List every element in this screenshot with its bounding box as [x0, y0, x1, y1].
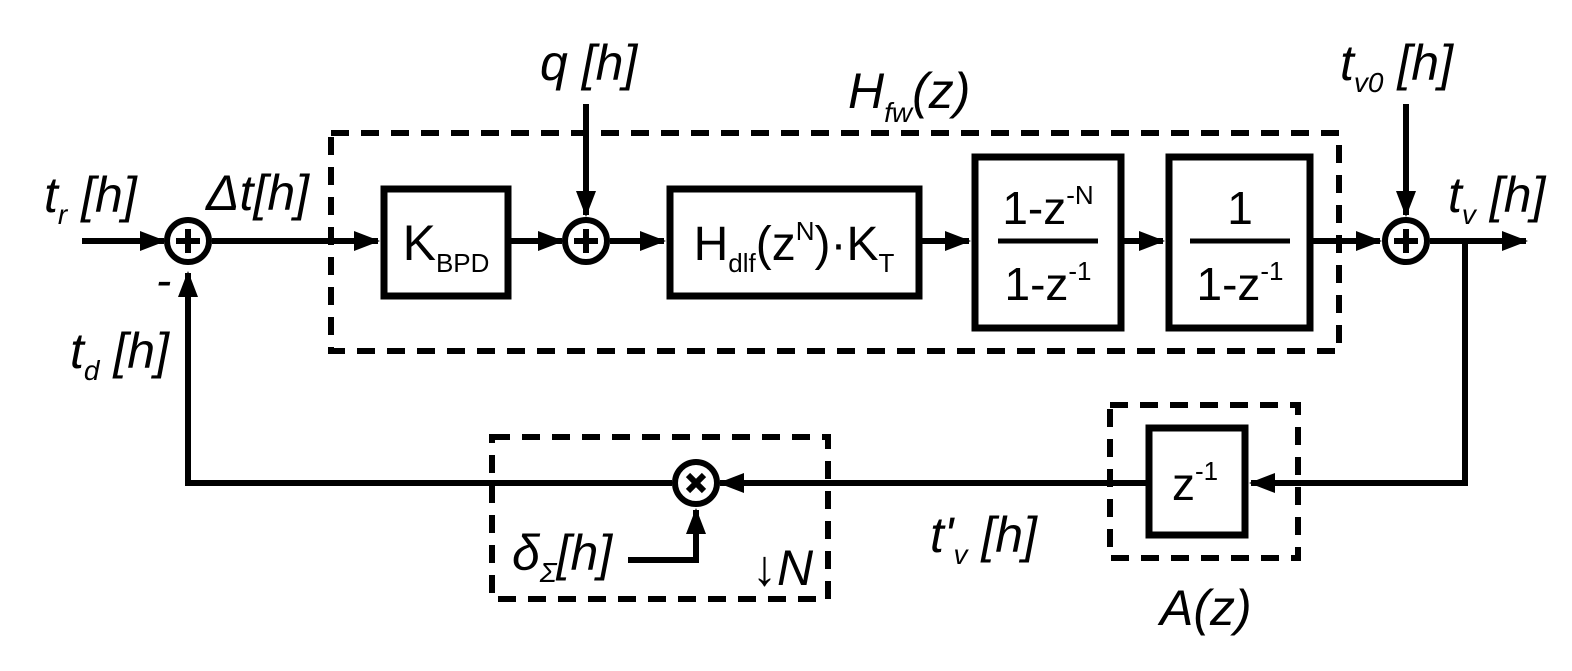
feedback-tap: [1249, 241, 1468, 493]
delta-sigma-label: δΣ[h]: [512, 525, 613, 588]
multiplier-junction: [672, 459, 720, 507]
z-inverse-label: z-1: [1172, 456, 1218, 510]
hfw-label: Hfw(z): [848, 63, 970, 128]
delta-sigma-arrow: [628, 508, 706, 563]
feedback-return: [178, 271, 672, 486]
kbpd-label: KBPD: [403, 215, 490, 278]
comb-filter-fraction: 1-z-N 1-z-1: [998, 180, 1098, 310]
integrator-fraction: 1 1-z-1: [1190, 182, 1290, 310]
svg-text:1-z-1: 1-z-1: [1196, 256, 1283, 310]
downsample-label: ↓N: [752, 540, 814, 596]
q-label: q [h]: [540, 35, 638, 91]
input-sum-junction: [164, 217, 212, 265]
az-label: A(z): [1157, 580, 1252, 636]
svg-text:1-z-N: 1-z-N: [1002, 180, 1093, 234]
svg-text:1: 1: [1227, 182, 1253, 234]
tr-label: tr [h]: [44, 167, 138, 230]
minus-sign: -: [156, 254, 171, 306]
hdlf-block: [666, 185, 923, 300]
delta-t-label: Δt[h]: [205, 165, 310, 221]
tv0-sum-junction: [1382, 217, 1430, 265]
downsample-group-box: [489, 434, 831, 602]
tv-prime-label: t'v [h]: [930, 507, 1038, 570]
tv0-label: tv0 [h]: [1340, 35, 1454, 98]
svg-text:1-z-1: 1-z-1: [1004, 256, 1091, 310]
q-sum-junction: [562, 217, 610, 265]
hdlf-label: Hdlf(zN)·KT: [694, 216, 895, 278]
td-label: td [h]: [70, 323, 170, 386]
tv-label: tv [h]: [1448, 167, 1546, 230]
